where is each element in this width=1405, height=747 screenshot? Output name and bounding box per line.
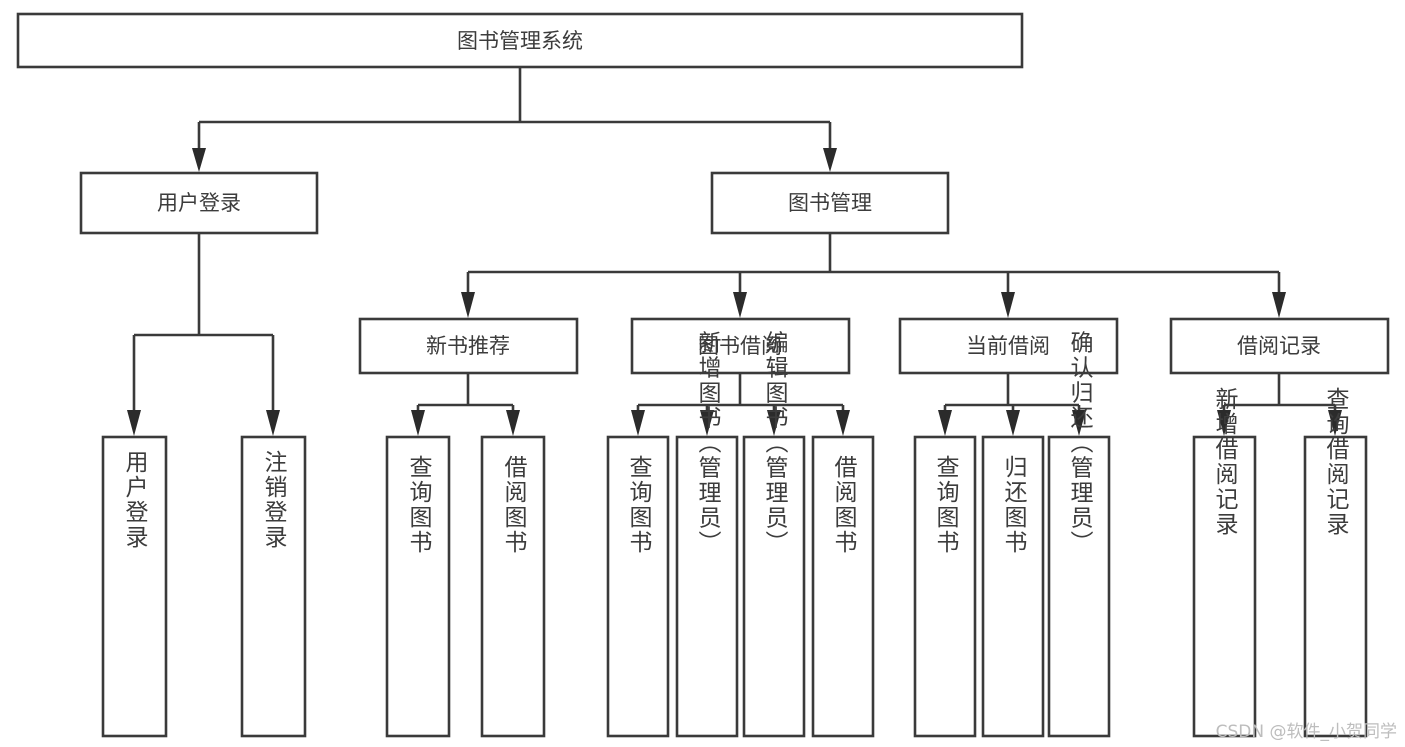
arrow-head-current-borrow [1001,292,1015,318]
leaf-user-login-logout-label: 注销登录 [260,450,288,550]
leaf-nbr-borrow-book-label: 借阅图书 [500,455,528,555]
connector-group-book-mgmt [461,234,1286,318]
node-user-login-box[interactable] [79,171,319,235]
node-borrow-record[interactable]: 借阅记录 [1169,317,1390,375]
arrow-head-bb-leaf-1 [631,410,645,436]
node-book-management[interactable]: 图书管理 [710,171,950,235]
arrow-head-bb-leaf-3 [767,410,781,436]
node-user-login[interactable]: 用户登录 [79,171,319,235]
leaf-user-login-logout-box[interactable] [240,435,307,738]
leaf-user-login-login-label: 用户登录 [121,450,149,550]
arrow-head-br-leaf-1 [1217,410,1231,436]
node-book-management-label: 图书管理 [788,191,872,215]
leaf-cb-return-book[interactable]: 归还图书 [981,435,1045,738]
node-book-borrow-box[interactable] [630,317,851,375]
arrow-head-new-book-recommend [461,292,475,318]
leaf-nbr-borrow-book-box[interactable] [480,435,546,738]
leaf-br-query-record[interactable]: 查询借阅记录 [1303,387,1368,738]
connector-group-current-borrow [938,374,1086,436]
leaf-bb-add-book-admin-label: 新增图书（管理员） [694,331,722,556]
leaf-user-login-login[interactable]: 用户登录 [101,435,168,738]
arrow-head-book-mgmt [823,148,837,172]
leaf-cb-return-book-label: 归还图书 [1000,455,1028,555]
leaf-bb-borrow-book[interactable]: 借阅图书 [811,435,875,738]
arrow-head-cb-leaf-1 [938,410,952,436]
node-current-borrow-box[interactable] [898,317,1119,375]
arrow-head-nbr-leaf-2 [506,410,520,436]
arrow-head-bb-leaf-4 [836,410,850,436]
arrow-head-nbr-leaf-1 [411,410,425,436]
leaf-bb-borrow-book-box[interactable] [811,435,875,738]
node-borrow-record-label: 借阅记录 [1237,334,1321,358]
leaf-cb-confirm-return-admin-label: 确认归还（管理员） [1066,331,1094,556]
node-new-book-recommend[interactable]: 新书推荐 [358,317,579,375]
leaf-bb-edit-book-admin-box[interactable] [742,435,806,738]
leaf-bb-query-book-label: 查询图书 [625,455,653,555]
arrow-head-borrow-record [1272,292,1286,318]
arrow-head-bb-leaf-2 [700,410,714,436]
leaf-nbr-query-book-label: 查询图书 [405,455,433,555]
leaf-br-add-record[interactable]: 新增借阅记录 [1192,387,1257,738]
arrow-head-br-leaf-2 [1328,410,1342,436]
leaf-bb-query-book[interactable]: 查询图书 [606,435,670,738]
node-current-borrow[interactable]: 当前借阅 [898,317,1119,375]
node-borrow-record-box[interactable] [1169,317,1390,375]
arrow-head-leaf-logout [266,410,280,436]
leaf-br-add-record-label: 新增借阅记录 [1211,387,1239,537]
leaf-cb-confirm-return-admin[interactable]: 确认归还（管理员） [1047,331,1111,738]
connector-group-book-borrow [631,374,850,436]
leaf-nbr-query-book[interactable]: 查询图书 [385,435,451,738]
connector-group-borrow-record [1217,374,1342,436]
leaf-cb-query-book-label: 查询图书 [932,455,960,555]
node-root[interactable]: 图书管理系统 [16,12,1024,69]
connector-group-new-book-recommend [411,374,520,436]
leaf-bb-query-book-box[interactable] [606,435,670,738]
leaf-bb-borrow-book-label: 借阅图书 [830,455,858,555]
leaf-nbr-query-book-box[interactable] [385,435,451,738]
node-book-borrow-label: 图书借阅 [698,334,782,358]
node-root-label: 图书管理系统 [457,29,583,53]
arrow-head-cb-leaf-2 [1006,410,1020,436]
leaf-cb-confirm-return-admin-box[interactable] [1047,435,1111,738]
node-new-book-recommend-label: 新书推荐 [426,334,510,358]
connector-group-root [192,68,837,172]
node-book-borrow[interactable]: 图书借阅 [630,317,851,375]
leaf-nbr-borrow-book[interactable]: 借阅图书 [480,435,546,738]
node-root-box[interactable] [16,12,1024,69]
node-user-login-label: 用户登录 [157,191,241,215]
connector-group-user-login [127,234,280,436]
node-new-book-recommend-box[interactable] [358,317,579,375]
leaf-bb-add-book-admin-box[interactable] [675,435,739,738]
leaf-br-query-record-label: 查询借阅记录 [1322,387,1350,537]
node-current-borrow-label: 当前借阅 [966,334,1050,358]
leaf-br-query-record-box[interactable] [1303,435,1368,738]
arrow-head-book-borrow [733,292,747,318]
leaf-bb-add-book-admin[interactable]: 新增图书（管理员） [675,331,739,738]
arrow-head-user-login [192,148,206,172]
leaf-bb-edit-book-admin[interactable]: 编辑图书（管理员） [742,331,806,738]
leaf-user-login-logout[interactable]: 注销登录 [240,435,307,738]
node-book-management-box[interactable] [710,171,950,235]
leaf-br-add-record-box[interactable] [1192,435,1257,738]
leaf-user-login-login-box[interactable] [101,435,168,738]
arrow-head-cb-leaf-3 [1072,410,1086,436]
leaf-cb-query-book[interactable]: 查询图书 [913,435,977,738]
leaf-bb-edit-book-admin-label: 编辑图书（管理员） [761,331,789,556]
leaf-cb-return-book-box[interactable] [981,435,1045,738]
leaf-cb-query-book-box[interactable] [913,435,977,738]
arrow-head-leaf-user-login [127,410,141,436]
